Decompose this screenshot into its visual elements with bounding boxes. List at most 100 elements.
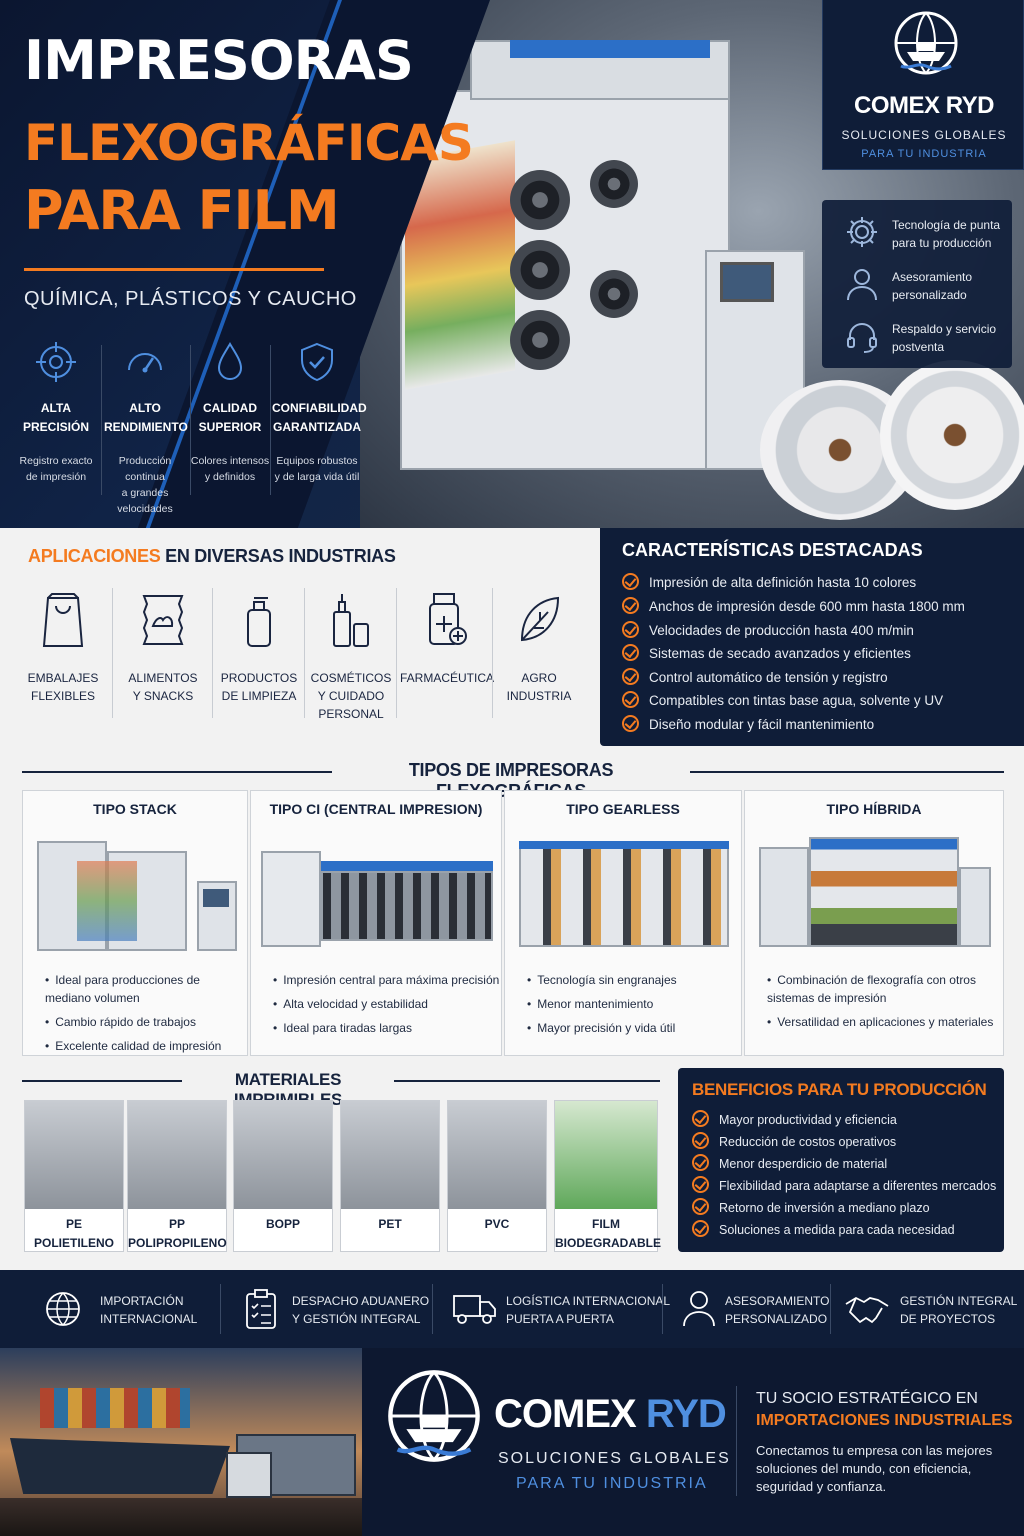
feature-desc: a grandes	[121, 487, 169, 499]
features-item: Sistemas de secado avanzados y eficiente…	[622, 644, 911, 661]
check-circle-icon	[692, 1110, 709, 1127]
benefits-item-text: Soluciones a medida para cada necesidad	[719, 1223, 955, 1237]
brand-tagline1: SOLUCIONES GLOBALES	[841, 128, 1007, 142]
divider	[112, 588, 113, 718]
footer-body-line: soluciones del mundo, con eficiencia,	[756, 1461, 972, 1476]
check-circle-icon	[622, 573, 639, 590]
service-item: IMPORTACIÓN INTERNACIONAL	[100, 1292, 197, 1328]
bullet: Ideal para producciones de mediano volum…	[45, 971, 247, 1007]
bullet: Cambio rápido de trabajos	[45, 1013, 247, 1031]
features-item-text: Diseño modular y fácil mantenimiento	[649, 717, 875, 732]
feature-desc: de impresión	[25, 471, 87, 483]
type-card-ci: TIPO CI (CENTRAL IMPRESION) Impresión ce…	[250, 790, 502, 1056]
footer-body-line: seguridad y confianza.	[756, 1479, 887, 1494]
machine-roller	[510, 170, 570, 230]
brand-name: COMEX RYD	[833, 92, 1015, 120]
bullet: Versatilidad en aplicaciones y materiale…	[767, 1013, 997, 1031]
crosshair-icon	[36, 342, 76, 382]
benefits-item: Reducción de costos operativos	[692, 1132, 896, 1149]
material-label: PP	[168, 1217, 185, 1231]
bullet: Menor mantenimiento	[527, 995, 677, 1013]
material-label: PE	[65, 1217, 82, 1231]
material-label: PVC	[484, 1217, 510, 1231]
type-card-stack: TIPO STACK Ideal para producciones de me…	[22, 790, 248, 1056]
bag-icon	[42, 593, 84, 647]
material-bopp: BOPP	[233, 1100, 333, 1252]
footer-body: Conectamos tu empresa con las mejores so…	[756, 1442, 992, 1496]
divider-line	[22, 771, 332, 773]
benefits-item-text: Mayor productividad y eficiencia	[719, 1113, 897, 1127]
features-item: Anchos de impresión desde 600 mm hasta 1…	[622, 597, 965, 614]
applications-title-rest: EN DIVERSAS INDUSTRIAS	[165, 546, 396, 566]
shield-check-icon	[301, 342, 333, 382]
type-card-bullets: Ideal para producciones de mediano volum…	[45, 971, 247, 1061]
material-label: POLIPROPILENO	[128, 1236, 227, 1250]
bullet: Tecnología sin engranajes	[527, 971, 676, 989]
applications-title: APLICACIONES EN DIVERSAS INDUSTRIAS	[28, 546, 396, 567]
film-roll-photo	[128, 1101, 226, 1209]
side-panel-text: Tecnología de punta	[892, 218, 1001, 232]
features-item-text: Sistemas de secado avanzados y eficiente…	[649, 646, 911, 661]
service-label: INTERNACIONAL	[100, 1312, 198, 1326]
benefits-item: Mayor productividad y eficiencia	[692, 1110, 897, 1127]
material-label: BOPP	[265, 1217, 300, 1231]
application-farmaceutica: FARMACÉUTICA	[400, 590, 494, 687]
application-label: EMBALAJES	[27, 671, 99, 685]
side-panel-text: Respaldo y servicio	[892, 322, 997, 336]
check-circle-icon	[692, 1132, 709, 1149]
material-label: BIODEGRADABLE	[555, 1236, 662, 1250]
applications-title-highlight: APLICACIONES	[28, 546, 161, 566]
feature-desc: Producción continua	[118, 455, 172, 483]
brand-name-part1: COMEX	[494, 1392, 637, 1436]
service-label: IMPORTACIÓN	[100, 1294, 184, 1308]
service-label: LOGÍSTICA INTERNACIONAL	[506, 1294, 671, 1308]
user-icon	[683, 1291, 715, 1327]
benefits-panel: BENEFICIOS PARA TU PRODUCCIÓN Mayor prod…	[678, 1068, 1004, 1252]
benefits-item: Soluciones a medida para cada necesidad	[692, 1220, 955, 1237]
divider	[101, 345, 102, 495]
road	[0, 1498, 362, 1536]
type-card-gearless: TIPO GEARLESS Tecnología sin engranajes …	[504, 790, 742, 1056]
film-roll-photo	[25, 1101, 123, 1209]
title-underline	[24, 268, 324, 271]
hero-subtitle: QUÍMICA, PLÁSTICOS Y CAUCHO	[24, 288, 357, 310]
features-title: CARACTERÍSTICAS DESTACADAS	[622, 540, 923, 560]
leaf-icon	[520, 596, 560, 642]
type-card-bullets: Combinación de flexografía con otros sis…	[767, 971, 997, 1037]
divider	[190, 345, 191, 495]
containers	[40, 1388, 190, 1428]
services-bar: IMPORTACIÓN INTERNACIONAL DESPACHO ADUANE…	[0, 1270, 1024, 1348]
application-label: INDUSTRIA	[506, 689, 572, 703]
check-circle-icon	[622, 691, 639, 708]
hero-title-line3: PARA FILM	[24, 179, 340, 242]
features-item-text: Impresión de alta definición hasta 10 co…	[649, 575, 917, 590]
benefits-item-text: Flexibilidad para adaptarse a diferentes…	[719, 1179, 997, 1193]
benefits-item-text: Reducción de costos operativos	[719, 1135, 897, 1149]
gearless-machine-photo	[519, 831, 729, 951]
divider	[212, 588, 213, 718]
features-item: Impresión de alta definición hasta 10 co…	[622, 573, 916, 590]
machine-roller	[590, 270, 638, 318]
feature-label: CONFIABILIDAD	[272, 401, 367, 415]
features-item: Control automático de tensión y registro	[622, 668, 888, 685]
truck-icon	[453, 1295, 496, 1324]
divider	[830, 1284, 831, 1334]
divider-line	[690, 771, 1004, 773]
clipboard-icon	[246, 1289, 276, 1329]
features-item: Velocidades de producción hasta 400 m/mi…	[622, 621, 914, 638]
machine-roller	[590, 160, 638, 208]
application-label: PRODUCTOS	[220, 671, 298, 685]
service-label: PUERTA A PUERTA	[506, 1312, 614, 1326]
service-label: PERSONALIZADO	[725, 1312, 828, 1326]
type-card-title: TIPO HÍBRIDA	[826, 801, 922, 817]
divider	[270, 345, 271, 495]
features-item: Diseño modular y fácil mantenimiento	[622, 715, 874, 732]
